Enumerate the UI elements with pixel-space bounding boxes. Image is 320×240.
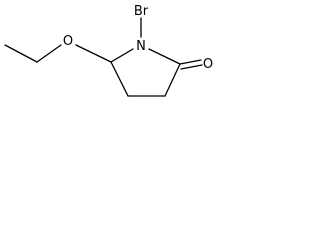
bond-group <box>4 17 203 97</box>
bond-c2-o-carbonyl <box>179 59 202 65</box>
bond-c5-o-ether <box>75 44 112 63</box>
chemical-structure: Br N O O <box>4 4 213 97</box>
atom-ether-oxygen: O <box>63 34 73 49</box>
atom-carbonyl-oxygen: O <box>203 57 213 72</box>
bond-n-c2 <box>148 48 181 65</box>
bond-o-ethyl-ch2 <box>36 44 62 63</box>
bond-ethyl-ch2-ch3 <box>4 44 38 63</box>
bond-c4-c5 <box>110 61 129 97</box>
atom-bromine: Br <box>134 4 149 19</box>
atom-nitrogen: N <box>136 39 146 54</box>
atom-labels: Br N O O <box>63 4 213 72</box>
bond-c2-c3 <box>164 63 181 97</box>
bond-c5-n <box>110 48 134 63</box>
bond-c2-o-carbonyl-double <box>180 64 203 70</box>
